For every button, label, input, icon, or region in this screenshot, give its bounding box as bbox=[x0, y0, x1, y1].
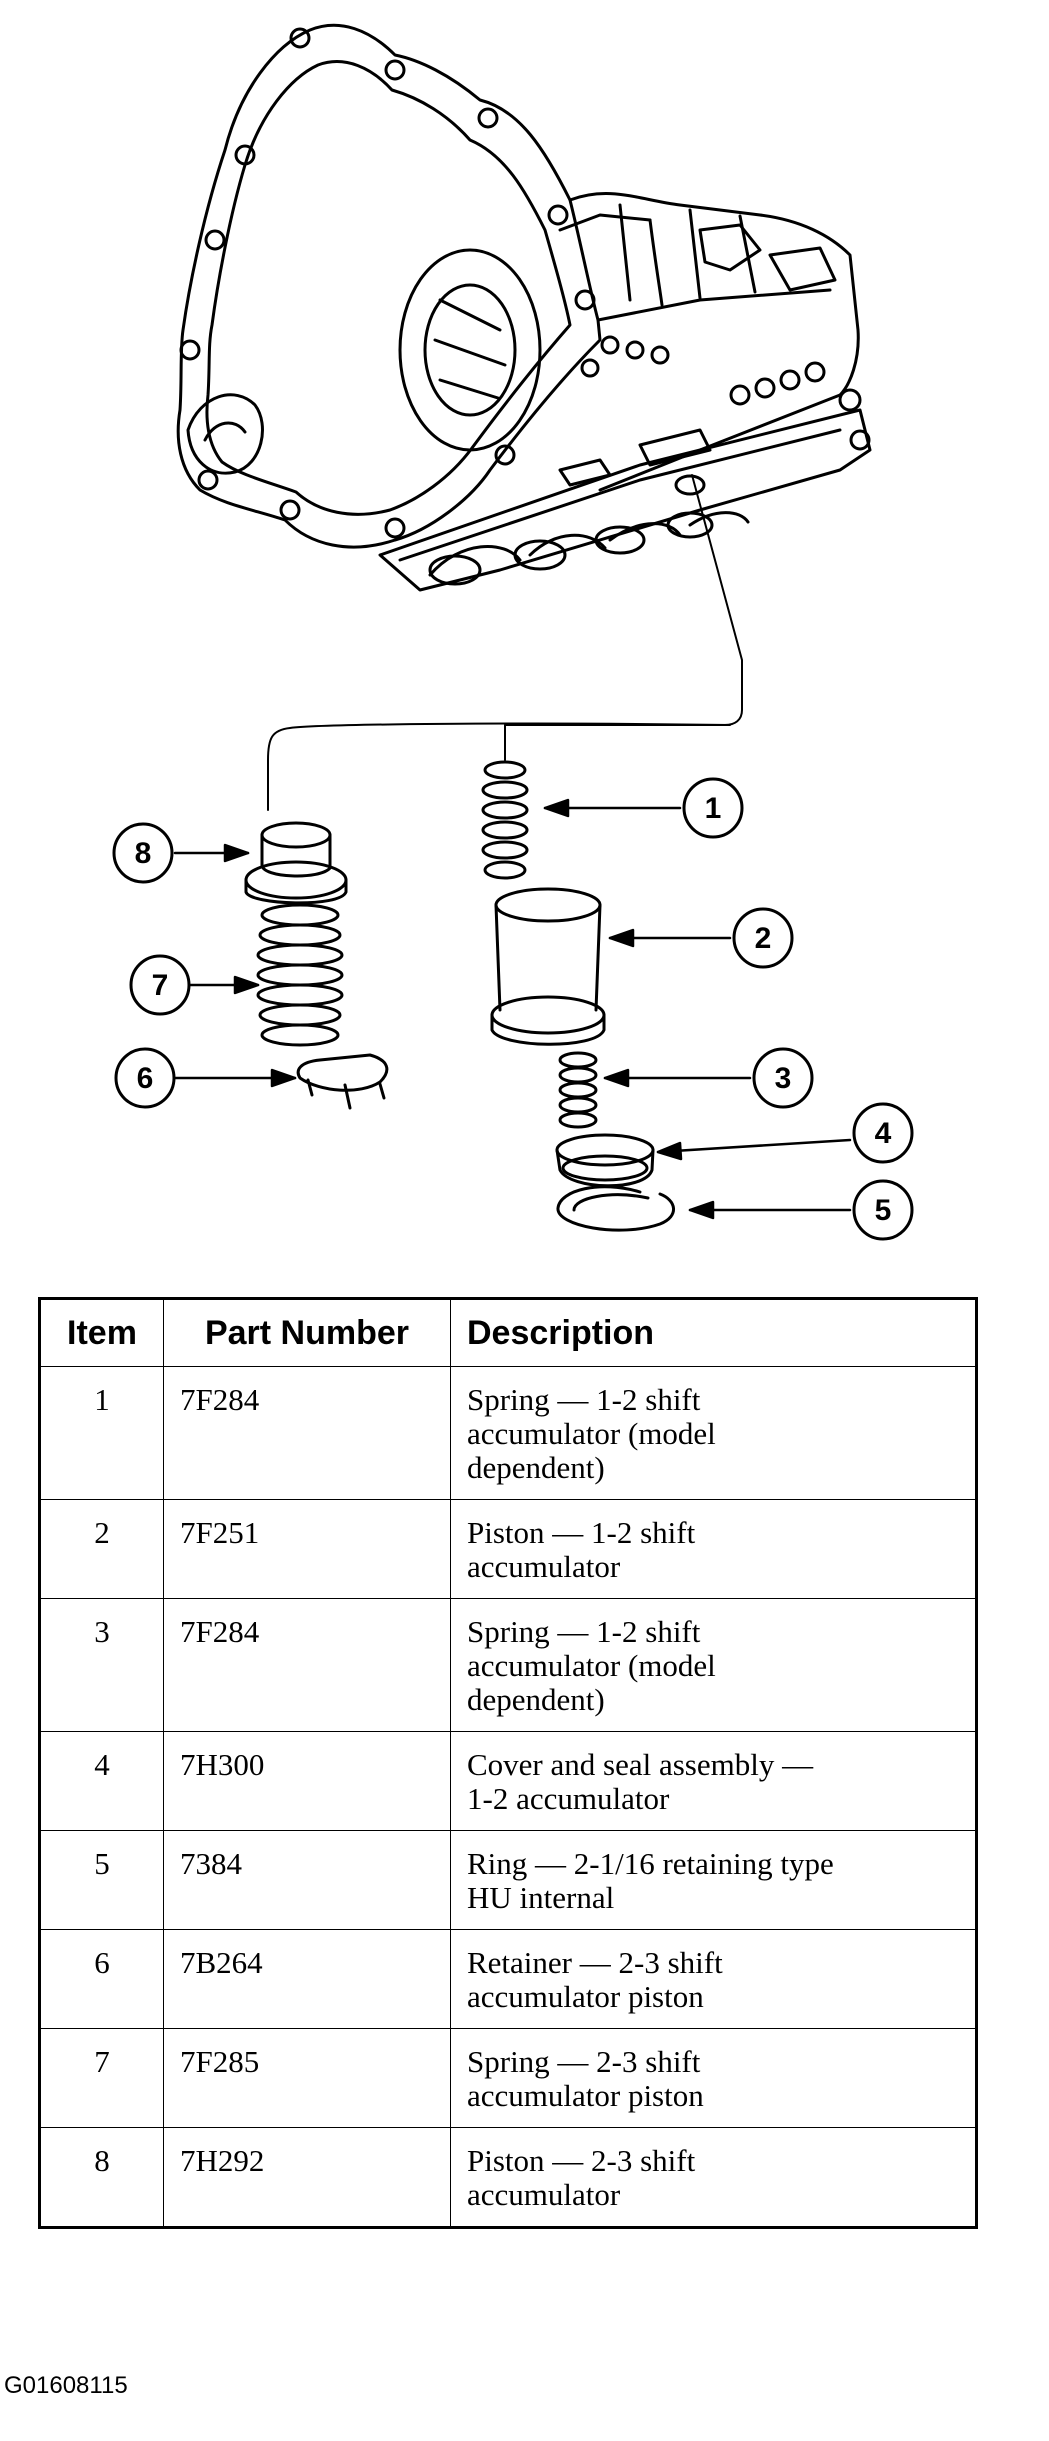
item-number: 2 bbox=[39, 1499, 164, 1599]
description-line: HU internal bbox=[467, 1880, 615, 1915]
svg-text:1: 1 bbox=[705, 792, 722, 825]
callout-8: 8 bbox=[112, 822, 174, 884]
description-line: accumulator (model bbox=[467, 1416, 716, 1451]
item-number: 6 bbox=[39, 1929, 164, 2029]
svg-text:3: 3 bbox=[775, 1062, 792, 1095]
svg-text:4: 4 bbox=[875, 1117, 892, 1150]
header-description: Description bbox=[450, 1298, 977, 1367]
part-number: 7384 bbox=[163, 1830, 451, 1930]
part-number: 7H300 bbox=[163, 1731, 451, 1831]
callout-2: 2 bbox=[732, 907, 794, 969]
svg-text:6: 6 bbox=[137, 1062, 154, 1095]
spring-1-2-accumulator-upper bbox=[481, 760, 529, 880]
description-line: Spring — 1-2 shift bbox=[467, 1382, 701, 1417]
description-line: accumulator bbox=[467, 1549, 621, 1584]
part-number: 7F285 bbox=[163, 2028, 451, 2128]
description-line: accumulator (model bbox=[467, 1648, 716, 1683]
part-number: 7F284 bbox=[163, 1366, 451, 1500]
svg-text:5: 5 bbox=[875, 1194, 892, 1227]
part-number: 7F251 bbox=[163, 1499, 451, 1599]
description-line: Retainer — 2-3 shift bbox=[467, 1945, 723, 1980]
svg-text:2: 2 bbox=[755, 922, 772, 955]
retaining-ring bbox=[556, 1185, 675, 1232]
description-line: Cover and seal assembly — bbox=[467, 1747, 814, 1782]
header-item: Item bbox=[39, 1298, 164, 1367]
callout-1: 1 bbox=[682, 777, 744, 839]
exploded-view-diagram: 1 2 3 4 5 6 7 8 bbox=[112, 23, 914, 1241]
part-number: 7H292 bbox=[163, 2127, 451, 2228]
item-number: 8 bbox=[39, 2127, 164, 2228]
description-line: Spring — 2-3 shift bbox=[467, 2044, 701, 2079]
callout-arrows bbox=[173, 798, 852, 1220]
item-number: 1 bbox=[39, 1366, 164, 1500]
callout-5: 5 bbox=[852, 1179, 914, 1241]
callout-4: 4 bbox=[852, 1102, 914, 1164]
table-header-row: Item Part Number Description bbox=[39, 1298, 977, 1367]
description-line: 1-2 accumulator bbox=[467, 1781, 670, 1816]
part-number: 7F284 bbox=[163, 1598, 451, 1732]
header-part-number: Part Number bbox=[163, 1298, 451, 1367]
description-line: accumulator bbox=[467, 2177, 621, 2212]
description-line: accumulator piston bbox=[467, 2078, 704, 2113]
piston-2-3-accumulator bbox=[244, 821, 348, 905]
part-description: Cover and seal assembly —1-2 accumulator bbox=[450, 1731, 977, 1831]
figure-id: G01608115 bbox=[4, 2372, 128, 2399]
description-line: Piston — 1-2 shift bbox=[467, 1515, 696, 1550]
item-number: 3 bbox=[39, 1598, 164, 1732]
callout-3: 3 bbox=[752, 1047, 814, 1109]
svg-text:8: 8 bbox=[135, 837, 152, 870]
description-line: accumulator piston bbox=[467, 1979, 704, 2014]
spring-2-3-accumulator bbox=[256, 903, 344, 1047]
description-line: Piston — 2-3 shift bbox=[467, 2143, 696, 2178]
spring-1-2-accumulator-lower bbox=[558, 1051, 598, 1129]
description-line: dependent) bbox=[467, 1450, 605, 1485]
callout-7: 7 bbox=[129, 954, 191, 1016]
svg-text:7: 7 bbox=[152, 969, 169, 1002]
description-line: dependent) bbox=[467, 1682, 605, 1717]
item-number: 5 bbox=[39, 1830, 164, 1930]
cover-seal-1-2-accumulator bbox=[555, 1133, 655, 1188]
leader-line-2-3-accumulator bbox=[267, 722, 731, 811]
part-number: 7B264 bbox=[163, 1929, 451, 2029]
description-line: Ring — 2-1/16 retaining type bbox=[467, 1846, 834, 1881]
callout-6: 6 bbox=[114, 1047, 176, 1109]
retainer-2-3-accumulator bbox=[296, 1053, 389, 1110]
transmission-case bbox=[176, 23, 872, 592]
item-number: 7 bbox=[39, 2028, 164, 2128]
piston-1-2-accumulator bbox=[490, 887, 606, 1046]
item-number: 4 bbox=[39, 1731, 164, 1831]
description-line: Spring — 1-2 shift bbox=[467, 1614, 701, 1649]
